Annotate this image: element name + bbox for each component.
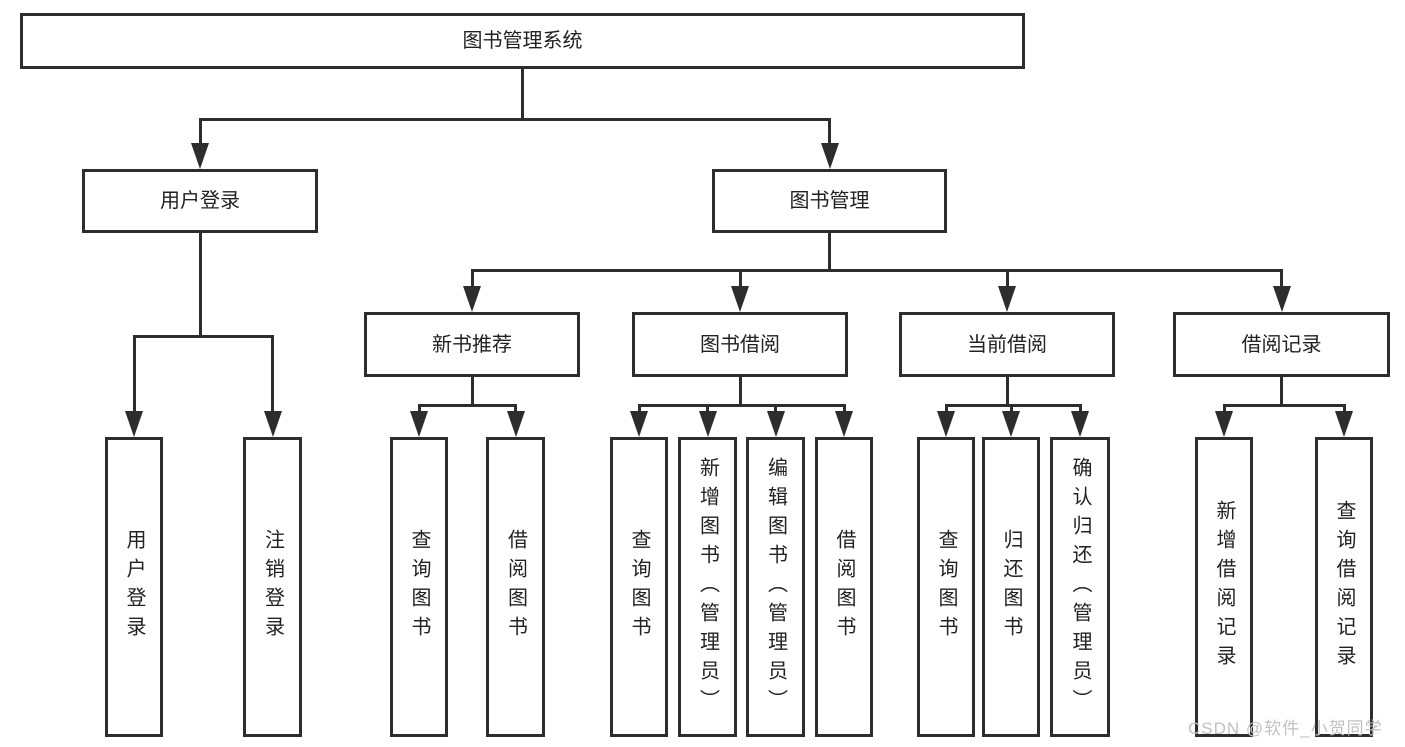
node-label-leaf-query-books-1: 查询图书 bbox=[408, 529, 430, 645]
node-root: 图书管理系统 bbox=[20, 13, 1025, 69]
node-label-current-borrowing: 当前借阅 bbox=[967, 333, 1047, 356]
node-label-borrowing-records: 借阅记录 bbox=[1241, 333, 1322, 356]
node-leaf-logout: 注销登录 bbox=[243, 437, 302, 737]
connector-line bbox=[521, 69, 524, 121]
node-label-book-management: 图书管理 bbox=[789, 190, 870, 212]
arrow-down-icon bbox=[1002, 411, 1020, 437]
arrow-down-icon bbox=[698, 411, 717, 437]
watermark: CSDN @软件_小贺同学 bbox=[1188, 719, 1383, 738]
node-label-leaf-query-books-2: 查询图书 bbox=[628, 529, 650, 645]
arrow-down-icon bbox=[731, 286, 749, 312]
node-leaf-borrow-books-2: 借阅图书 bbox=[815, 437, 873, 737]
node-borrowing-records: 借阅记录 bbox=[1173, 312, 1390, 377]
node-label-root: 图书管理系统 bbox=[462, 30, 583, 52]
connector-line bbox=[198, 117, 831, 121]
connector-line bbox=[470, 270, 474, 292]
connector-line bbox=[417, 403, 517, 407]
connector-line bbox=[1222, 403, 1346, 407]
node-label-leaf-query-books-3: 查询图书 bbox=[935, 529, 957, 645]
node-label-leaf-logout: 注销登录 bbox=[261, 529, 284, 645]
node-label-leaf-edit-books: 编辑图书（管理员） bbox=[764, 456, 787, 718]
arrow-down-icon bbox=[463, 286, 481, 312]
arrow-down-icon bbox=[1272, 286, 1291, 312]
connector-line bbox=[198, 119, 202, 149]
node-user-login: 用户登录 bbox=[82, 169, 318, 233]
node-leaf-query-books-1: 查询图书 bbox=[390, 437, 448, 737]
connector-line bbox=[271, 336, 274, 417]
arrow-down-icon bbox=[766, 411, 785, 437]
connector-line bbox=[470, 377, 474, 407]
connector-line bbox=[132, 336, 136, 417]
connector-line bbox=[738, 270, 742, 292]
node-current-borrowing: 当前借阅 bbox=[899, 312, 1115, 377]
connector-line bbox=[828, 119, 831, 149]
node-leaf-user-login: 用户登录 bbox=[105, 437, 163, 737]
arrow-down-icon bbox=[835, 411, 853, 437]
connector-line bbox=[470, 268, 1283, 272]
arrow-down-icon bbox=[1215, 411, 1233, 437]
node-label-user-login: 用户登录 bbox=[160, 190, 240, 212]
node-label-new-book-recommendation: 新书推荐 bbox=[432, 333, 512, 356]
node-label-leaf-borrow-books-2: 借阅图书 bbox=[833, 529, 855, 645]
node-leaf-borrow-books-1: 借阅图书 bbox=[486, 437, 545, 737]
connector-line bbox=[1280, 270, 1283, 292]
node-leaf-query-books-2: 查询图书 bbox=[610, 437, 668, 737]
arrow-down-icon bbox=[998, 286, 1016, 312]
node-leaf-add-books: 新增图书（管理员） bbox=[678, 437, 737, 737]
arrow-down-icon bbox=[125, 411, 143, 437]
node-label-leaf-add-books: 新增图书（管理员） bbox=[696, 456, 719, 718]
connector-line bbox=[828, 233, 831, 272]
node-leaf-query-borrow-record: 查询借阅记录 bbox=[1315, 437, 1373, 737]
node-leaf-confirm-return: 确认归还（管理员） bbox=[1050, 437, 1110, 737]
arrow-down-icon bbox=[1071, 411, 1089, 437]
arrow-down-icon bbox=[937, 411, 955, 437]
connector-line bbox=[1280, 377, 1283, 407]
node-label-leaf-add-borrow-record: 新增借阅记录 bbox=[1213, 500, 1235, 674]
node-leaf-edit-books: 编辑图书（管理员） bbox=[746, 437, 805, 737]
connector-line bbox=[1005, 377, 1009, 407]
node-leaf-query-books-3: 查询图书 bbox=[917, 437, 975, 737]
connector-line bbox=[944, 403, 1082, 407]
node-book-borrowing: 图书借阅 bbox=[632, 312, 848, 377]
arrow-down-icon bbox=[820, 143, 839, 169]
connector-line bbox=[637, 403, 846, 407]
node-label-leaf-query-borrow-record: 查询借阅记录 bbox=[1333, 500, 1355, 674]
connector-line bbox=[198, 233, 202, 338]
node-leaf-add-borrow-record: 新增借阅记录 bbox=[1195, 437, 1253, 737]
node-label-leaf-confirm-return: 确认归还（管理员） bbox=[1069, 456, 1091, 718]
node-leaf-return-books: 归还图书 bbox=[982, 437, 1040, 737]
node-label-leaf-return-books: 归还图书 bbox=[1000, 529, 1022, 645]
node-label-leaf-borrow-books-1: 借阅图书 bbox=[504, 529, 527, 645]
arrow-down-icon bbox=[263, 411, 282, 437]
arrow-down-icon bbox=[630, 411, 648, 437]
arrow-down-icon bbox=[410, 411, 428, 437]
arrow-down-icon bbox=[506, 411, 525, 437]
arrow-down-icon bbox=[191, 143, 209, 169]
connector-line bbox=[738, 377, 742, 407]
connector-line bbox=[132, 334, 274, 338]
node-book-management: 图书管理 bbox=[712, 169, 947, 233]
node-label-book-borrowing: 图书借阅 bbox=[700, 333, 780, 356]
node-label-leaf-user-login: 用户登录 bbox=[123, 529, 145, 645]
connector-line bbox=[1005, 270, 1009, 292]
node-new-book-recommendation: 新书推荐 bbox=[364, 312, 580, 377]
arrow-down-icon bbox=[1335, 411, 1353, 437]
